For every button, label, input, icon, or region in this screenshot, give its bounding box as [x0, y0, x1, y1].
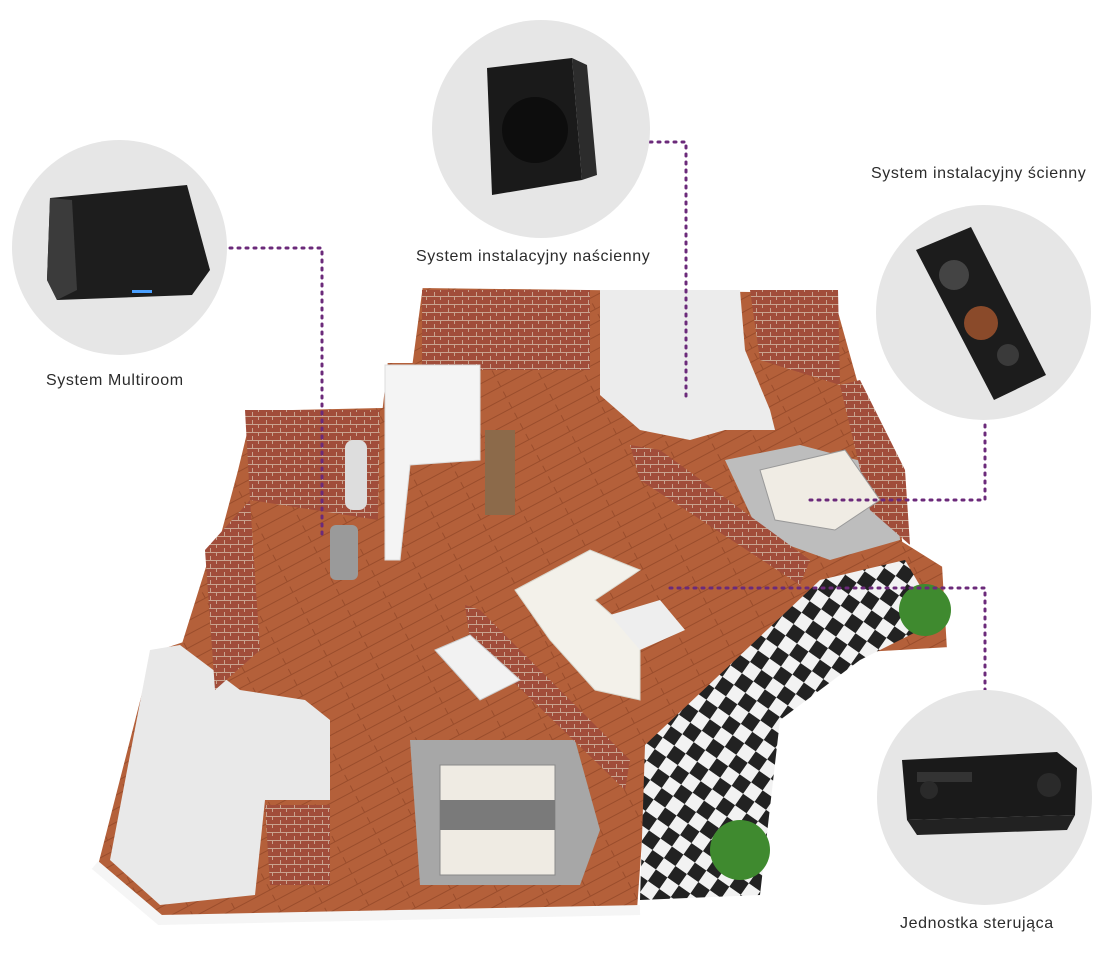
plant-balcony-bottom [710, 820, 770, 880]
connector-receiver [668, 586, 987, 692]
on-wall-circle [432, 20, 650, 238]
connector-multiroom [228, 246, 324, 542]
wall-top-outline [91, 861, 641, 926]
wireless-speaker-icon [47, 185, 210, 300]
kitchen-counter [384, 364, 481, 561]
in-wall-speaker-icon [916, 227, 1046, 400]
bathroom-floor [110, 645, 330, 905]
partition-wall [630, 445, 810, 585]
bottom-left-wall [265, 805, 330, 885]
plant-balcony-top [899, 584, 951, 636]
kitchen-island [485, 430, 515, 515]
connector-lines [228, 140, 987, 692]
balcony-checker [640, 560, 940, 900]
connector-in-wall [808, 423, 987, 502]
bed-top-right [759, 449, 881, 531]
center-partition [465, 605, 630, 790]
golf-bag [330, 525, 358, 580]
multiroom-circle [12, 140, 227, 355]
bed-bottom-blanket [440, 800, 555, 830]
desk [434, 634, 521, 701]
coffee-table [610, 600, 685, 650]
back-wall [422, 290, 590, 370]
in-wall-label: System instalacyjny ścienny [871, 165, 1087, 182]
right-back-wall [750, 290, 840, 385]
multiroom-label: System Multiroom [46, 372, 184, 389]
right-wall [840, 380, 910, 545]
on-wall-label: System instalacyjny naścienny [416, 248, 651, 265]
left-side-wall [205, 500, 260, 690]
receiver-circle [877, 690, 1092, 905]
connector-on-wall [648, 140, 688, 402]
wall-mounted-speaker-icon [487, 58, 597, 195]
in-wall-circle [876, 205, 1091, 420]
receiver-label: Jednostka sterująca [900, 915, 1054, 932]
punching-bag [345, 440, 367, 510]
top-bathroom-floor [600, 290, 775, 440]
av-receiver-icon [902, 752, 1077, 835]
